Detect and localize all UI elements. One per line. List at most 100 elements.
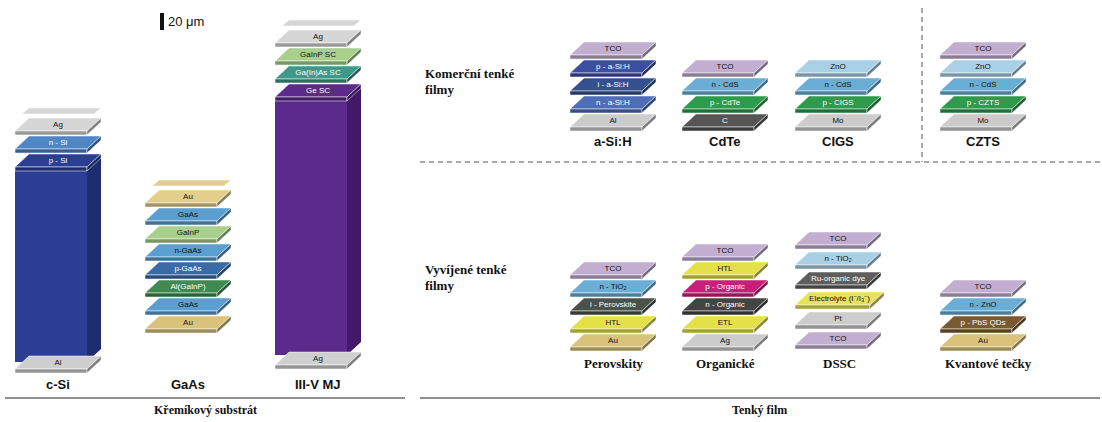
layer-label: n-GaAs xyxy=(152,244,224,257)
layer-slab: Ag xyxy=(275,352,361,370)
layer-label: n - CdS xyxy=(802,78,874,91)
layer-slab: Pt xyxy=(795,312,881,330)
layer-slab: Ru-organic dye xyxy=(795,272,881,290)
layer-slab: n - Si xyxy=(15,136,101,154)
layer-slab: GaAs xyxy=(145,298,231,316)
layer-label: GaAs xyxy=(152,298,224,311)
layer-slab: Ga(In)As SC xyxy=(275,66,361,84)
gaas-stripes xyxy=(152,180,231,186)
layer-label: TCO xyxy=(577,262,649,275)
layer-slab: n-GaAs xyxy=(145,244,231,262)
layer-slab: TCO xyxy=(795,332,881,350)
layer-slab: n - TiO₂ xyxy=(795,252,881,270)
layer-label: Al xyxy=(22,356,94,369)
layer-label: TCO xyxy=(802,332,874,345)
layer-slab: p-GaAs xyxy=(145,262,231,280)
layer-slab: n - a-Si:H xyxy=(570,96,656,114)
layer-slab: C xyxy=(682,114,768,132)
caption-label: Křemíkový substrát xyxy=(154,403,257,417)
layer-label: n - TiO₂ xyxy=(577,280,649,293)
layer-label: p-GaAs xyxy=(152,262,224,275)
layer-label: GaInP xyxy=(152,226,224,239)
layer-label: p - CZTS xyxy=(947,96,1019,109)
layer-label: Electrolyte (I⁻/I₃⁻) xyxy=(802,292,877,305)
layer-slab: n - CdS xyxy=(940,78,1026,96)
layer-slab: Mo xyxy=(940,114,1026,132)
layer-label: C xyxy=(689,114,761,127)
caption-label: Perovskity xyxy=(584,356,643,372)
layer-label: p - a-Si:H xyxy=(577,60,649,73)
layer-label: p - CdTe xyxy=(689,96,761,109)
divider xyxy=(922,8,923,162)
layer-label: HTL xyxy=(577,316,649,329)
layer-slab: Ge SC xyxy=(275,84,361,102)
layer-slab: Au xyxy=(145,316,231,334)
layer-slab: TCO xyxy=(570,262,656,280)
mj-body xyxy=(275,20,361,355)
layer-label: Au xyxy=(152,190,224,203)
layer-label: TCO xyxy=(802,232,874,245)
layer-label: Pt xyxy=(802,312,874,325)
layer-slab: p - CIGS xyxy=(795,96,881,114)
layer-slab: Mo xyxy=(795,114,881,132)
layer-label: Al(GaInP) xyxy=(152,280,224,293)
layer-label: Ge SC xyxy=(282,84,354,97)
layer-label: n - Si xyxy=(22,136,94,149)
layer-slab: TCO xyxy=(682,244,768,262)
layer-slab: HTL xyxy=(682,262,768,280)
layer-slab: p - PbS QDs xyxy=(940,316,1026,334)
layer-slab: p - Si xyxy=(15,154,101,172)
caption-label: Vyvíjené tenké filmy xyxy=(425,262,535,293)
layer-slab: n - Organic xyxy=(682,298,768,316)
layer-label: TCO xyxy=(947,280,1019,293)
scale-bar xyxy=(160,13,164,30)
layer-slab: Ag xyxy=(682,334,768,352)
caption-label: DSSC xyxy=(823,356,856,372)
layer-label: ZnO xyxy=(947,60,1019,73)
layer-label: Mo xyxy=(802,114,874,127)
layer-label: Au xyxy=(947,334,1019,347)
layer-label: Al xyxy=(577,114,649,127)
caption-label: CZTS xyxy=(966,134,1000,150)
caption-label: Tenký film xyxy=(732,403,787,417)
layer-slab: Al(GaInP) xyxy=(145,280,231,298)
layer-label: Ga(In)As SC xyxy=(282,66,354,79)
caption-label: GaAs xyxy=(171,377,205,393)
layer-label: ZnO xyxy=(802,60,874,73)
layer-slab: i - a-Si:H xyxy=(570,78,656,96)
layer-label: Ru-organic dye xyxy=(802,272,874,285)
layer-label: HTL xyxy=(689,262,761,275)
layer-slab: HTL xyxy=(570,316,656,334)
layer-slab: GaAs xyxy=(145,208,231,226)
layer-label: p - PbS QDs xyxy=(947,316,1019,329)
layer-label: GaAs xyxy=(152,208,224,221)
caption-label: CIGS xyxy=(822,134,854,150)
group-underline xyxy=(420,397,1100,398)
layer-label: n - a-Si:H xyxy=(577,96,649,109)
layer-slab: n - CdS xyxy=(795,78,881,96)
layer-slab: GaInP xyxy=(145,226,231,244)
layer-label: Ag xyxy=(282,30,354,43)
layer-slab: ZnO xyxy=(940,60,1026,78)
layer-slab: n - CdS xyxy=(682,78,768,96)
layer-slab: p - a-Si:H xyxy=(570,60,656,78)
layer-slab: i - Perovskite xyxy=(570,298,656,316)
layer-slab: Al xyxy=(15,356,101,374)
layer-label: p - Organic xyxy=(689,280,761,293)
group-underline xyxy=(5,397,405,398)
layer-label: Mo xyxy=(947,114,1019,127)
layer-label: Au xyxy=(577,334,649,347)
caption-label: Kvantové tečky xyxy=(945,356,1031,372)
layer-slab: Ag xyxy=(275,30,361,48)
caption-label: c-Si xyxy=(46,377,70,393)
layer-label: TCO xyxy=(689,244,761,257)
layer-label: i - Perovskite xyxy=(577,298,649,311)
caption-label: III-V MJ xyxy=(295,377,341,393)
layer-label: GaInP SC xyxy=(282,48,354,61)
layer-label: p - CIGS xyxy=(802,96,874,109)
layer-label: n - CdS xyxy=(689,78,761,91)
layer-slab: Au xyxy=(570,334,656,352)
layer-slab: Au xyxy=(145,190,231,208)
layer-label: Au xyxy=(152,316,224,329)
